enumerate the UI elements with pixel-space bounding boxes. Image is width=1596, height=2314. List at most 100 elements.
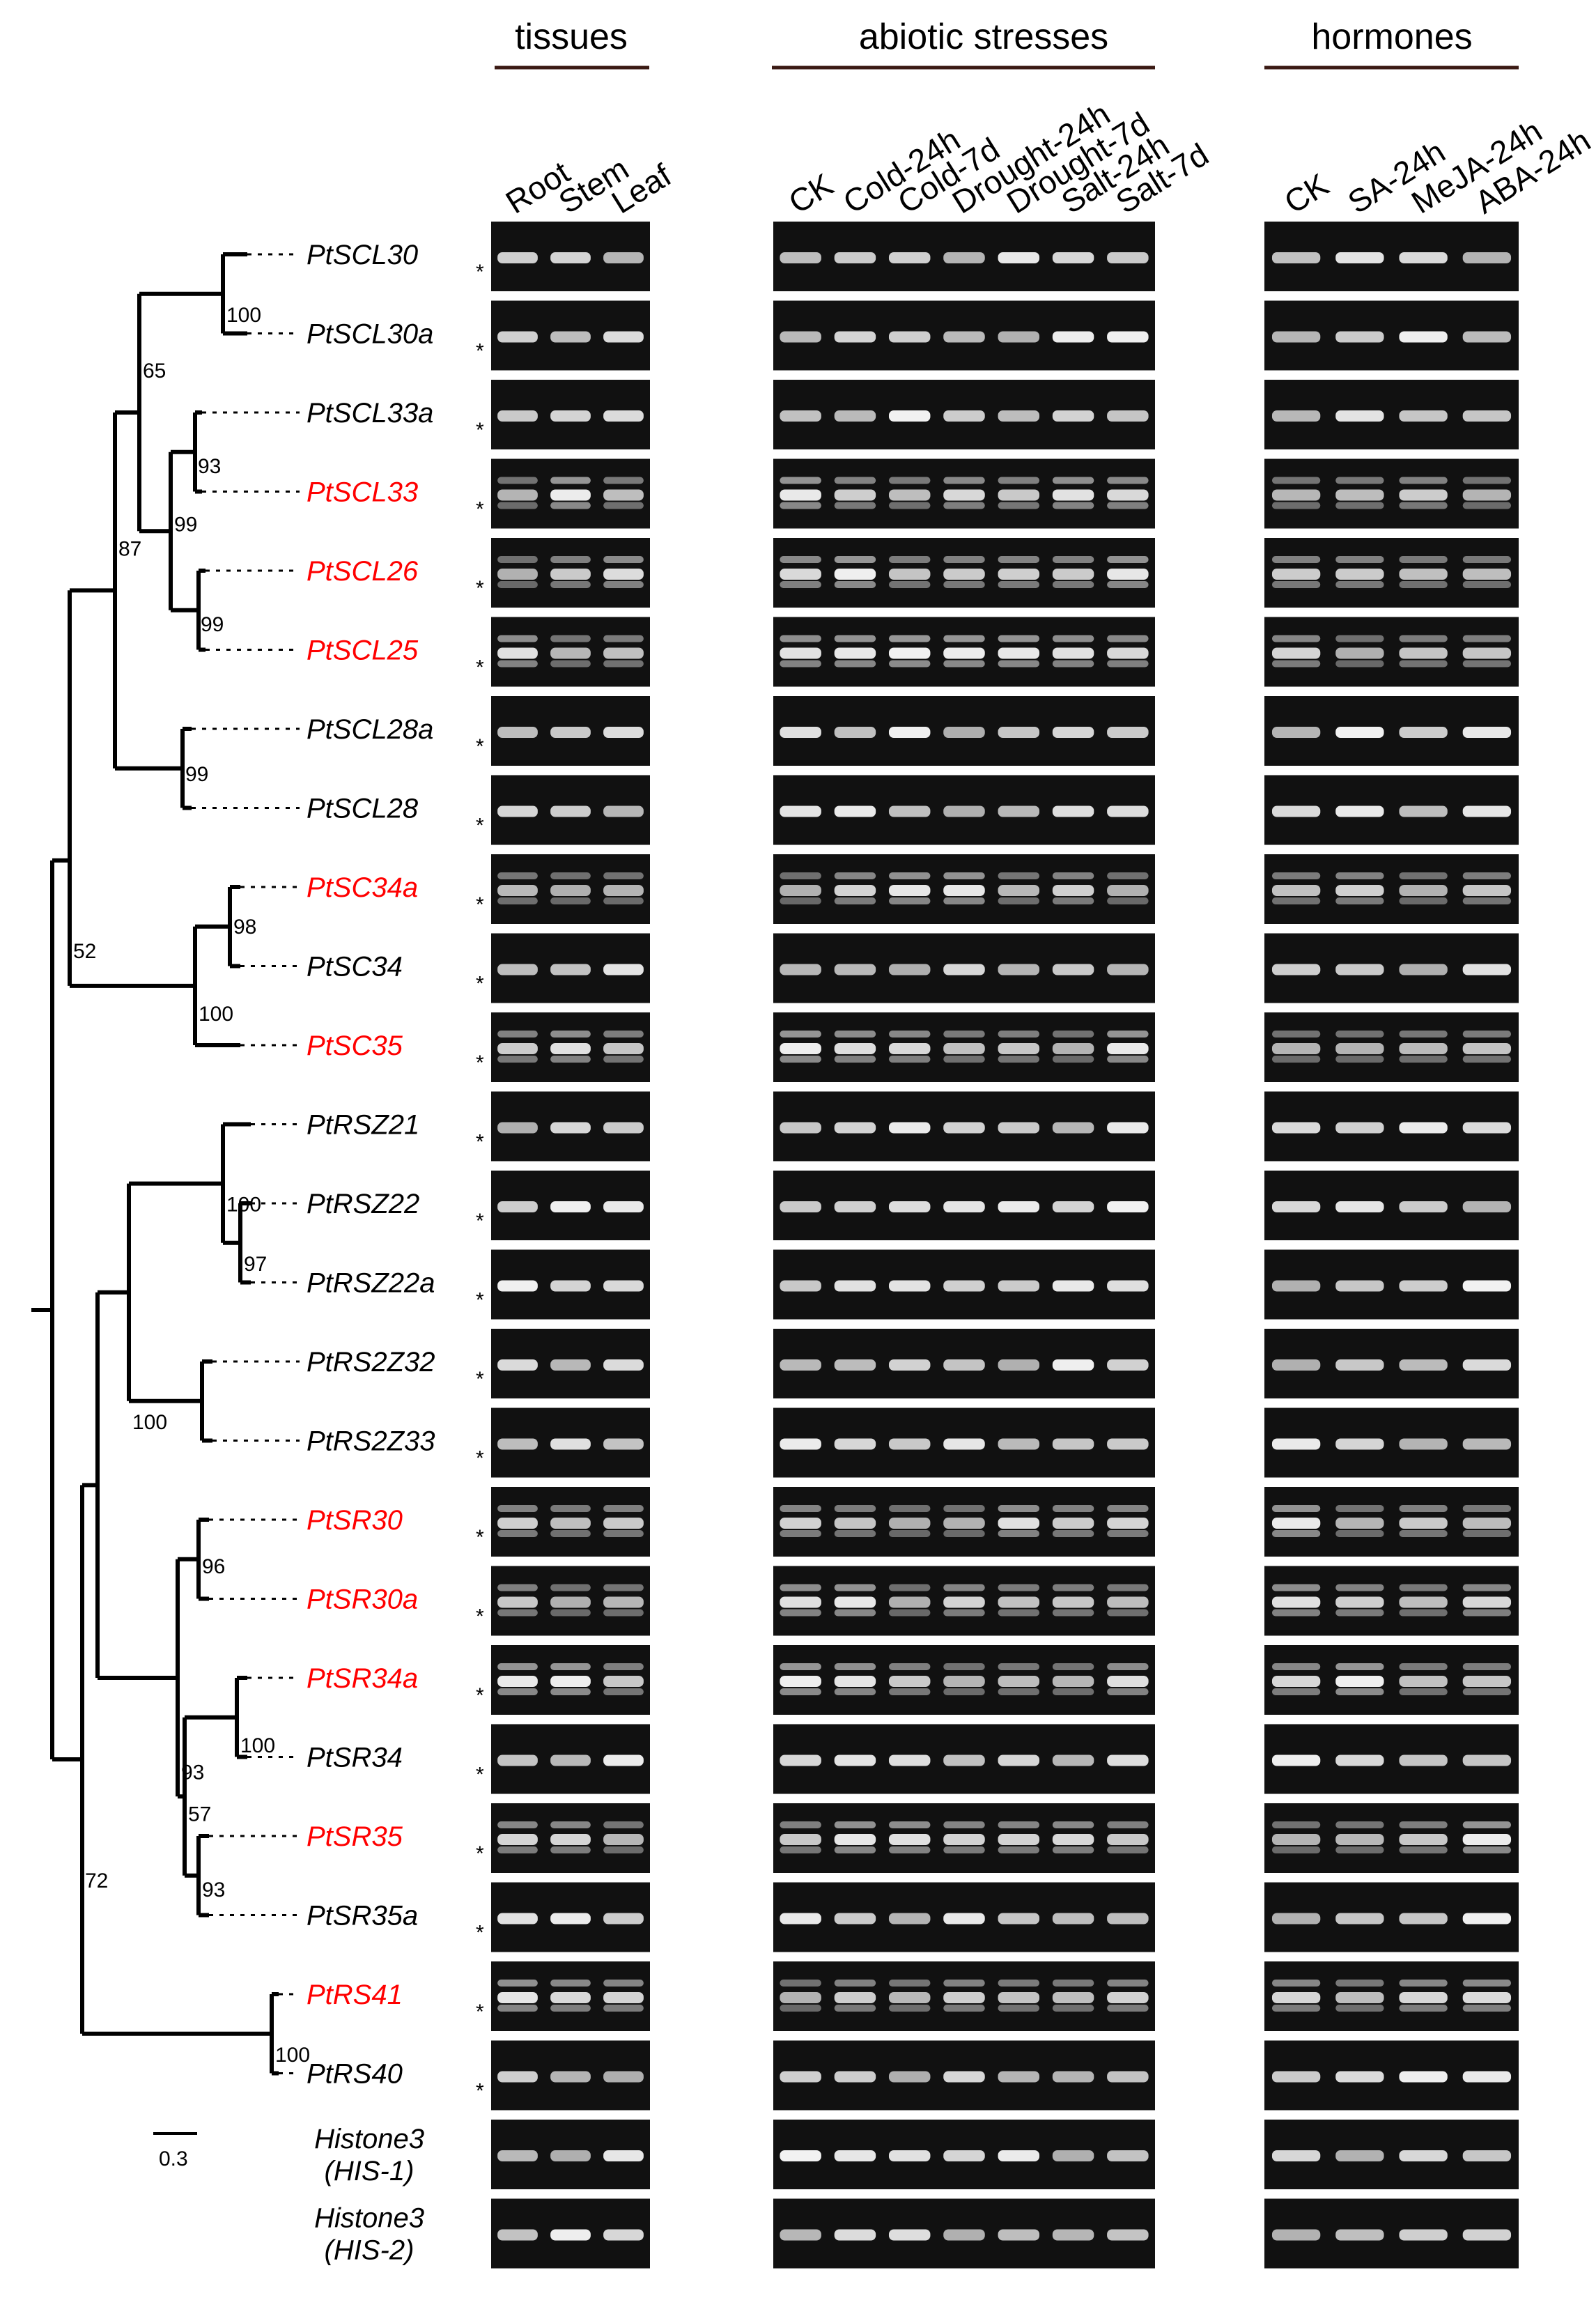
asterisk: * (476, 498, 484, 521)
gel-band (780, 647, 821, 659)
gel-band (998, 569, 1040, 580)
gel-band (998, 1980, 1040, 1987)
gel-band (1462, 1688, 1512, 1695)
gel-band (943, 1980, 985, 1987)
gel-band (998, 1280, 1040, 1292)
gel-band (834, 635, 876, 642)
gel-band (1335, 1688, 1384, 1695)
gel-band (1107, 1043, 1149, 1054)
gel-band (1399, 1043, 1448, 1054)
gel-band (1107, 410, 1149, 422)
gel-band (1052, 252, 1094, 263)
gel-band (1335, 1518, 1384, 1529)
gel-band (1399, 1688, 1448, 1695)
gel-band (780, 872, 821, 879)
gel-band (1107, 635, 1149, 642)
gel-band (1399, 660, 1448, 668)
gel-band (1107, 1821, 1149, 1828)
gel-band (943, 1280, 985, 1292)
gel-band (888, 660, 931, 668)
gel-band (1107, 1056, 1149, 1063)
gel-band (1052, 1031, 1094, 1038)
gel-band (1052, 1834, 1094, 1845)
gel-band (497, 2071, 538, 2083)
gel-band (497, 1359, 538, 1371)
gel-band (1271, 872, 1321, 879)
gel-panels: ************************ (476, 222, 1519, 2269)
gel-band (1052, 1280, 1094, 1292)
gel-band (888, 897, 931, 904)
gel-band (1107, 897, 1149, 904)
gel-band (1052, 581, 1094, 588)
gene-label: PtRS2Z32 (307, 1347, 435, 1378)
gel-band (1399, 1530, 1448, 1537)
gene-label: PtRS2Z33 (307, 1426, 435, 1457)
gel-band (943, 2071, 985, 2083)
gel-band (943, 410, 985, 422)
gel-band (1335, 885, 1384, 896)
asterisk: * (476, 577, 484, 600)
gel-band (1399, 1913, 1448, 1925)
gel-band (780, 489, 821, 501)
gel-band (834, 1821, 876, 1828)
gel-band (1271, 1846, 1321, 1853)
gel-band (834, 1980, 876, 1987)
gel-band (1052, 1609, 1094, 1617)
gel-band (943, 1688, 985, 1695)
gel-band (550, 1122, 591, 1134)
gel-band (603, 477, 644, 484)
gel-band (603, 1609, 644, 1617)
gel-band (1462, 410, 1512, 422)
section-title: hormones (1311, 17, 1472, 57)
gel-band (1335, 2150, 1384, 2161)
gel-band (888, 1122, 931, 1134)
gel-band (550, 660, 591, 668)
gene-labels: PtSCL30PtSCL30aPtSCL33aPtSCL33PtSCL26PtS… (307, 240, 435, 2266)
gel-band (1399, 1438, 1448, 1450)
gel-band (943, 1359, 985, 1371)
gel-band (550, 1596, 591, 1608)
gel-band (780, 1043, 821, 1054)
gel-band (998, 489, 1040, 501)
gel-band (998, 1913, 1040, 1925)
gel-band (1271, 897, 1321, 904)
gel-band (1462, 647, 1512, 659)
gel-band (1271, 1056, 1321, 1063)
gel-band (834, 647, 876, 659)
gel-band (1271, 635, 1321, 642)
gel-band (603, 1031, 644, 1038)
gel-band (1335, 1980, 1384, 1987)
gel-band (603, 1438, 644, 1450)
gel-band (497, 2229, 538, 2241)
gel-band (943, 331, 985, 343)
gel-band (497, 805, 538, 817)
gel-band (1271, 569, 1321, 580)
gel-band (1107, 647, 1149, 659)
gel-band (1462, 502, 1512, 509)
gel-band (1399, 569, 1448, 580)
gel-band (780, 805, 821, 817)
gel-band (888, 1609, 931, 1617)
gel-band (1462, 581, 1512, 588)
gel-band (1399, 1056, 1448, 1063)
gel-band (497, 1834, 538, 1845)
lane-label: CK (782, 166, 839, 220)
gene-label: PtSCL26 (307, 556, 419, 587)
gel-band (780, 581, 821, 588)
gel-band (834, 964, 876, 975)
gel-band (1052, 727, 1094, 738)
gel-band (497, 2150, 538, 2161)
gel-band (603, 1663, 644, 1670)
gel-band (1462, 897, 1512, 904)
gene-label: PtSC35 (307, 1031, 403, 1061)
gel-band (888, 1530, 931, 1537)
gel-band (888, 1280, 931, 1292)
gel-band (888, 1438, 931, 1450)
gel-band (1462, 872, 1512, 879)
gel-band (834, 477, 876, 484)
gel-band (1271, 2005, 1321, 2012)
gel-band (497, 1584, 538, 1591)
gel-band (603, 502, 644, 509)
gel-band (943, 647, 985, 659)
gel-band (834, 252, 876, 263)
